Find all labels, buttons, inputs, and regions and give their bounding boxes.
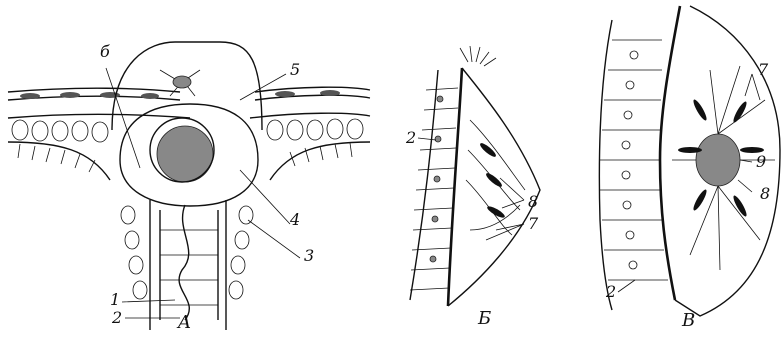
panel-a-drawing — [8, 42, 370, 330]
label-a-2: 2 — [112, 310, 122, 326]
panel-v-drawing — [599, 6, 780, 316]
label-a-4: 4 — [290, 212, 300, 228]
caption-panel-v: В — [682, 312, 695, 330]
caption-panel-b: Б — [478, 310, 491, 328]
label-a-5: 5 — [290, 62, 300, 78]
label-b-7: 7 — [528, 216, 538, 232]
label-v-9: 9 — [756, 154, 766, 170]
label-v-2: 2 — [606, 284, 616, 300]
label-a-3: 3 — [304, 248, 314, 264]
caption-panel-a: A — [178, 314, 191, 332]
label-a-b: б — [100, 44, 110, 60]
label-v-7: 7 — [758, 62, 768, 78]
label-v-8: 8 — [760, 186, 770, 202]
label-a-1: 1 — [110, 292, 120, 308]
panel-b-drawing — [410, 46, 540, 306]
label-b-8: 8 — [528, 194, 538, 210]
label-b-2: 2 — [406, 130, 416, 146]
